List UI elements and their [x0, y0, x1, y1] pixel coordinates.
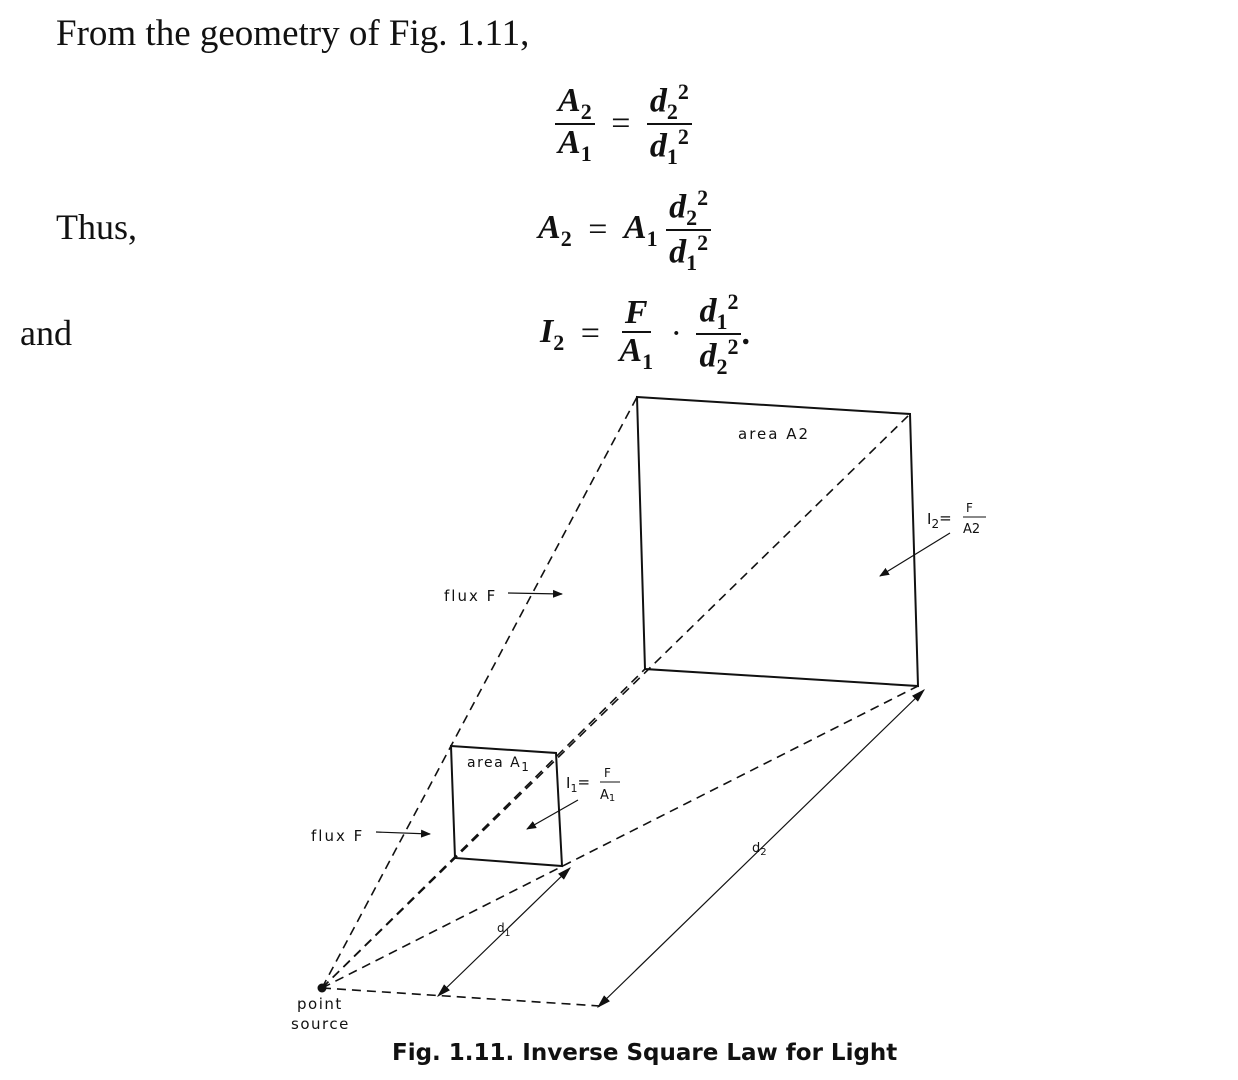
flux-label-lower: flux F [311, 827, 364, 845]
light-rays [321, 396, 919, 1007]
area2-label: area A2 [738, 425, 810, 443]
flux-label-upper: flux F [444, 587, 497, 605]
area1-label: area A1 [467, 755, 530, 774]
intensity1-label: I1= F A1 [566, 766, 620, 804]
svg-text:F: F [966, 501, 973, 515]
svg-text:F: F [604, 766, 611, 780]
svg-text:I2=: I2= [927, 509, 952, 531]
small-area-square [449, 744, 564, 868]
d1-label: d1 [497, 921, 510, 939]
flux-arrow-lower [375, 829, 431, 838]
svg-text:A1: A1 [600, 788, 615, 804]
point-source-dot [317, 983, 327, 993]
d2-label: d2 [752, 841, 767, 858]
intensity2-arrow [879, 532, 951, 577]
equation-area2: A2 = A1 d22 d12 [538, 186, 712, 274]
point-label: point [297, 995, 343, 1013]
intro-text: From the geometry of Fig. 1.11, [56, 13, 530, 54]
equation-area-ratio: A2 A1 = d22 d12 [555, 80, 692, 168]
flux-arrow-upper [507, 589, 563, 598]
d2-dimension-line [596, 689, 926, 1008]
intensity2-label: I2= F A2 [927, 501, 986, 537]
d1-dimension-line [436, 867, 572, 997]
intensity1-arrow [526, 799, 579, 830]
svg-text:I1=: I1= [566, 773, 590, 795]
figure-caption: Fig. 1.11. Inverse Square Law for Light [392, 1040, 898, 1066]
equation-intensity2: I2 = F A1 · d12 d22 . [540, 289, 750, 380]
svg-text:A2: A2 [963, 522, 980, 537]
and-label: and [20, 313, 72, 353]
source-label: source [291, 1015, 350, 1033]
thus-label: Thus, [56, 207, 137, 247]
